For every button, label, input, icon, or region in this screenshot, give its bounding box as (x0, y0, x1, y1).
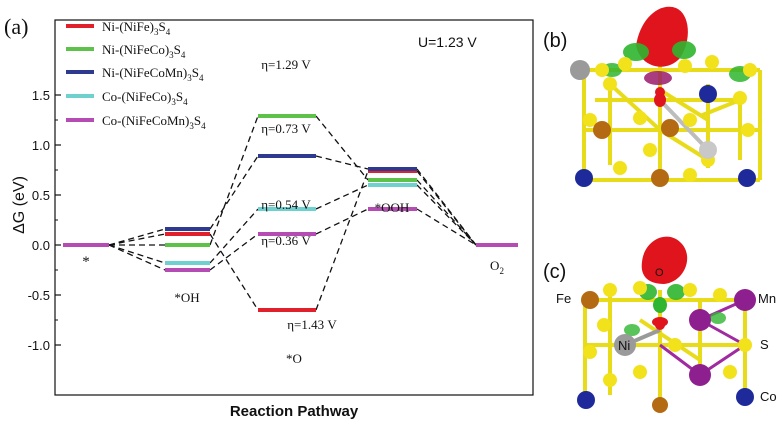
y-tick-label: 0.5 (32, 188, 50, 203)
atom-manganese (734, 289, 756, 311)
connector-co-nifecomn-3s4 (108, 244, 166, 271)
legend-label-ni-nifecomn: Ni-(NiFeCoMn)3S4 (102, 65, 204, 83)
atom-nickel (570, 60, 590, 80)
atom-iron (593, 121, 611, 139)
connectors (108, 115, 477, 311)
y-tick-label: 1.5 (32, 88, 50, 103)
y-axis: -1.0 -0.5 0.0 0.5 1.0 1.5 (28, 88, 61, 353)
step-label-ooh: *OOH (375, 200, 410, 215)
step-label-o: *O (286, 351, 302, 366)
atom-iron (581, 291, 599, 309)
plot-frame (54, 19, 534, 396)
eta-label-ni-nifeco: η=1.29 V (261, 57, 311, 72)
energy-levels (63, 114, 518, 312)
atoms-b (570, 55, 757, 187)
atom-label-ni: Ni (618, 338, 630, 353)
connector-co-nifeco-3s4 (416, 184, 477, 246)
structure-b (570, 6, 762, 187)
panel-c-label: (c) (543, 261, 566, 283)
step-label-o2: O2 (490, 258, 504, 276)
atom-label-fe: Fe (556, 291, 571, 306)
panel-c: (c) (543, 236, 777, 413)
connector-co-nifecomn-3s4 (315, 208, 369, 235)
atom-cobalt (736, 388, 754, 406)
connector-ni-nife-3s4 (108, 233, 166, 246)
legend-label-co-nifecomn: Co-(NiFeCoMn)3S4 (102, 113, 206, 131)
y-tick-label: 1.0 (32, 138, 50, 153)
connector-ni-nife-3s4 (416, 170, 477, 246)
connector-ni-nife-3s4 (315, 170, 369, 311)
eta-label-ni-nife: η=1.43 V (287, 317, 337, 332)
atoms-c (577, 281, 756, 413)
panel-b: (b) (543, 6, 762, 187)
potential-annotation: U=1.23 V (418, 34, 477, 50)
atom-nickel (614, 334, 636, 356)
legend-label-ni-nifeco: Ni-(NiFeCo)3S4 (102, 42, 186, 60)
y-tick-label: -0.5 (28, 288, 50, 303)
atom-label-o: O (655, 267, 664, 279)
connector-ni-nifecomn-3s4 (209, 155, 259, 230)
connector-co-nifeco-3s4 (315, 184, 369, 210)
eta-label-ni-nifecomn: η=0.73 V (261, 121, 311, 136)
step-label-star: * (82, 254, 90, 270)
connector-co-nifeco-3s4 (209, 208, 259, 264)
atom-label-mn: Mn (758, 291, 776, 306)
connector-ni-nifeco-3s4 (315, 115, 369, 181)
connector-ni-nifecomn-3s4 (108, 228, 166, 246)
structure-c: O Fe Mn Ni S Co (556, 236, 777, 413)
panel-a-label: (a) (4, 14, 28, 39)
connector-ni-nife-3s4 (209, 233, 259, 311)
connector-ni-nifeco-3s4 (416, 179, 477, 246)
legend-label-co-nifeco: Co-(NiFeCo)3S4 (102, 89, 188, 107)
step-label-oh: *OH (174, 290, 199, 305)
eta-label-co-nifecomn: η=0.36 V (261, 233, 311, 248)
connector-ni-nifecomn-3s4 (315, 155, 369, 170)
eta-label-co-nifeco: η=0.54 V (261, 197, 311, 212)
atom-label-s: S (760, 337, 769, 352)
legend: Ni-(NiFe)3S4 Ni-(NiFeCo)3S4 Ni-(NiFeCoMn… (66, 19, 206, 131)
y-tick-label: -1.0 (28, 338, 50, 353)
connector-ni-nifeco-3s4 (209, 115, 259, 246)
atom-label-co: Co (760, 389, 777, 404)
legend-label-ni-nife: Ni-(NiFe)3S4 (102, 19, 171, 37)
connector-co-nifecomn-3s4 (209, 233, 259, 271)
charge-density-oxygen-c (641, 236, 688, 284)
atom-cobalt (699, 85, 717, 103)
connector-co-nifeco-3s4 (108, 244, 166, 264)
panel-a: (a) -1.0 -0.5 0.0 0.5 1.0 1.5 ΔG (eV) Reactio… (4, 14, 534, 420)
y-tick-label: 0.0 (32, 238, 50, 253)
connector-co-nifecomn-3s4 (416, 208, 477, 246)
connector-ni-nifecomn-3s4 (416, 168, 477, 246)
y-axis-label: ΔG (eV) (11, 176, 28, 234)
atom-sulfur (738, 338, 752, 352)
panel-b-label: (b) (543, 30, 567, 52)
x-axis-label: Reaction Pathway (230, 403, 359, 420)
